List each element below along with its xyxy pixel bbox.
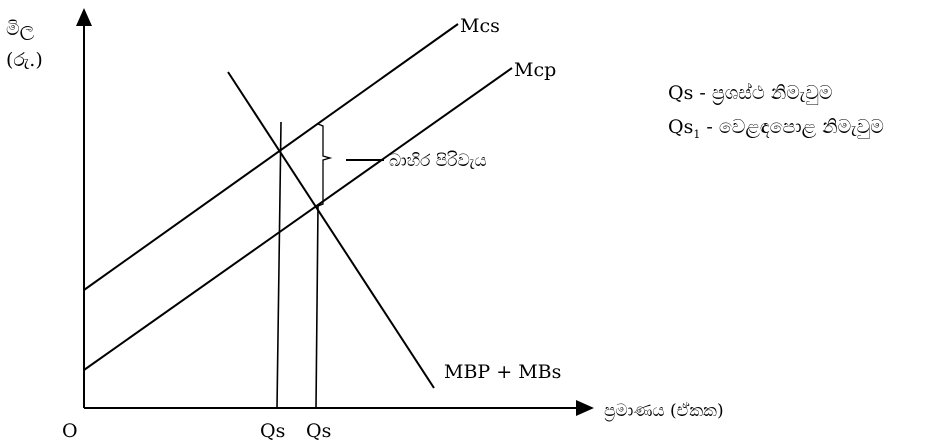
origin-label: O [62, 420, 78, 442]
legend: Qs - ප්‍රශස්ථ නිමැවුම Qs1 - වෙළඳපොළ නිමැ… [668, 80, 884, 148]
y-axis-label-line1: මිල [6, 18, 35, 40]
legend-item-market: Qs1 - වෙළඳපොළ නිමැවුම [668, 115, 884, 141]
qs-market-dropline [315, 205, 319, 409]
qs-optimal-tick: Qs [260, 420, 285, 442]
demand-curve [227, 71, 435, 389]
qs-market-tick: Qs [306, 420, 331, 442]
mcp-label: Mcp [514, 59, 556, 81]
y-axis-label-line2: (රු.) [6, 49, 43, 71]
demand-label: MBP + MBs [444, 361, 561, 383]
mcs-label: Mcs [460, 15, 500, 37]
x-axis-label: ප්‍රමාණය (ඒකක) [604, 401, 724, 421]
qs-optimal-dropline [276, 121, 282, 409]
mcs-curve [83, 23, 459, 291]
external-cost-brace [317, 123, 333, 207]
external-cost-label: බාහිර පිරිවැය [389, 151, 487, 171]
legend-item-optimal: Qs - ප්‍රශස්ථ නිමැවුම [668, 82, 833, 104]
mcp-curve [83, 67, 513, 371]
